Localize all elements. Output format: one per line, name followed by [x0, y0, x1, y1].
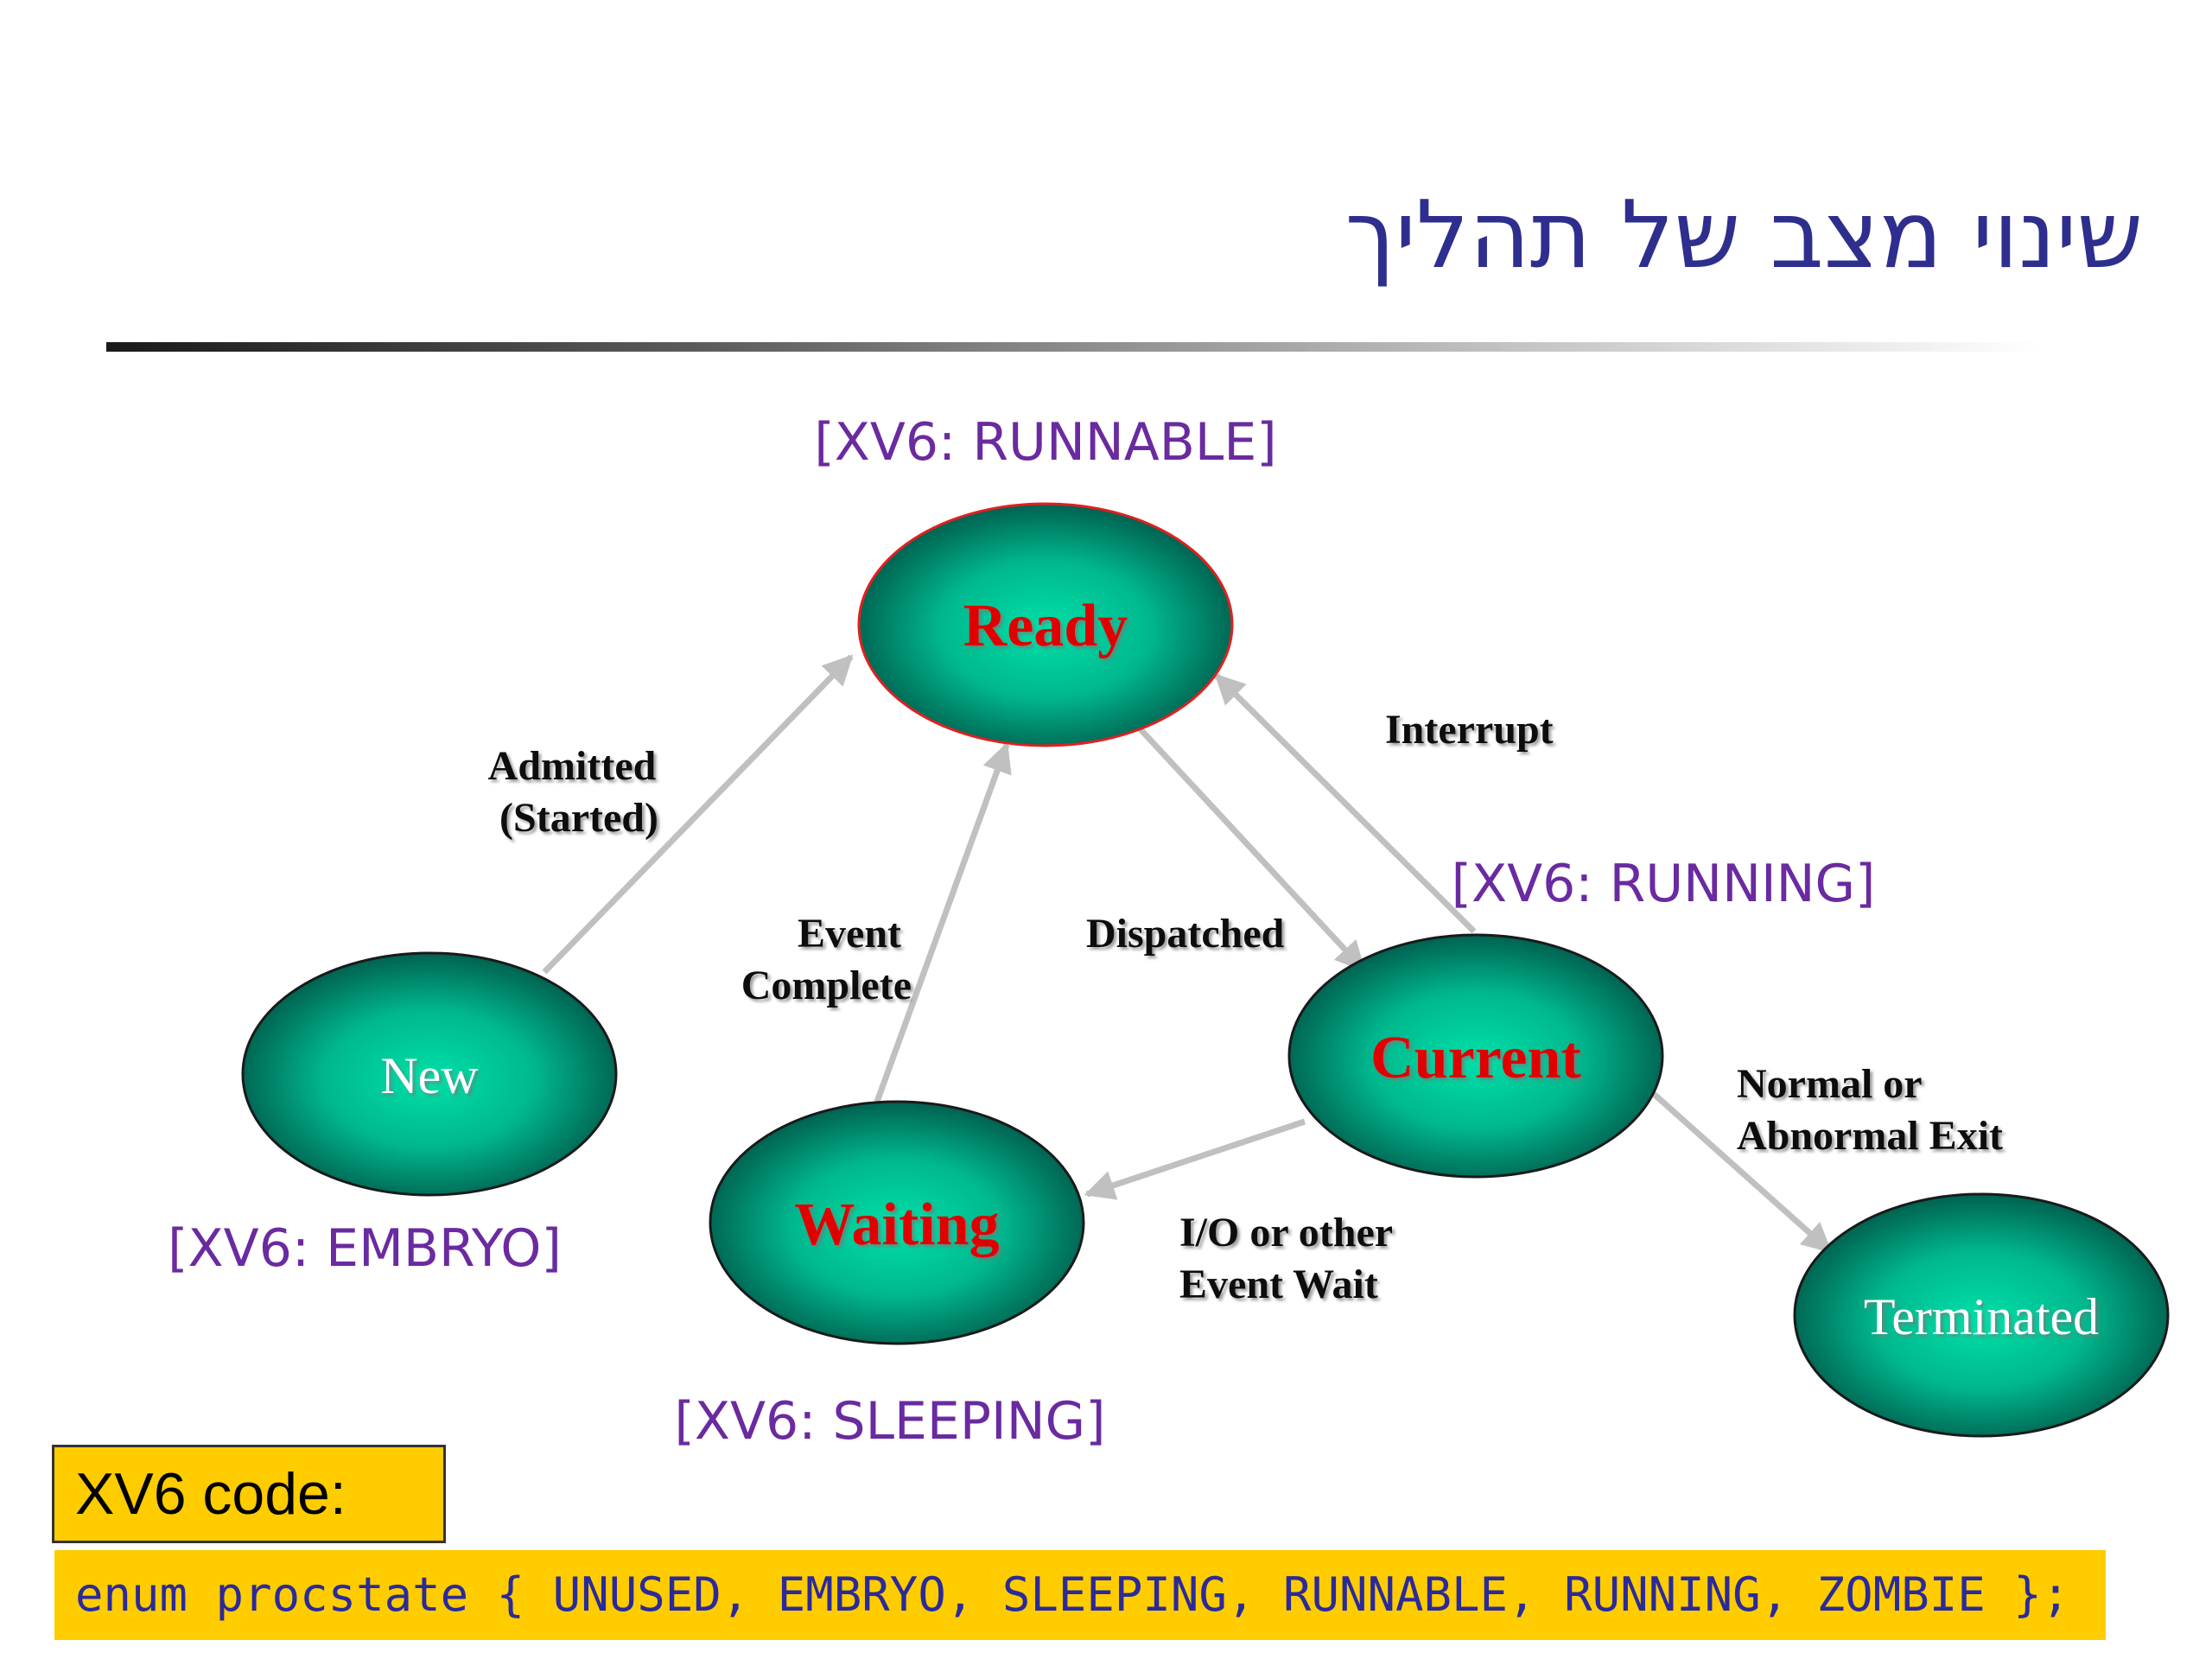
xv6-tag-embryo: [XV6: EMBRYO]	[168, 1218, 562, 1279]
state-terminated: Terminated	[1793, 1192, 2170, 1438]
label-io-wait: I/O or other Event Wait	[1179, 1210, 1402, 1307]
xv6-tag-runnable: [XV6: RUNNABLE]	[814, 412, 1276, 473]
label-event-complete-line1: Event	[798, 911, 901, 957]
state-new-node	[241, 951, 618, 1197]
arrow-waiting-to-ready	[874, 741, 1012, 1103]
state-current-node	[1287, 933, 1664, 1179]
state-new: New	[241, 951, 618, 1197]
xv6-tag-sleeping: [XV6: SLEEPING]	[674, 1391, 1105, 1452]
label-exit-line2: Abnormal Exit	[1737, 1113, 2003, 1159]
transition-arrows	[542, 654, 1833, 1254]
state-current: Current	[1287, 933, 1664, 1179]
label-dispatched: Dispatched	[1086, 911, 1285, 957]
label-interrupt: Interrupt	[1385, 707, 1554, 753]
state-waiting-node	[709, 1100, 1085, 1345]
state-ready: Ready	[857, 502, 1234, 747]
state-waiting-label: Waiting	[794, 1192, 999, 1258]
label-exit: Normal or Abnormal Exit	[1737, 1061, 2003, 1159]
xv6-code-label: XV6 code:	[52, 1445, 446, 1543]
procstate-enum-code: enum procstate { UNUSED, EMBRYO, SLEEPIN…	[54, 1550, 2106, 1640]
state-terminated-node	[1793, 1192, 2170, 1438]
state-current-label: Current	[1370, 1025, 1581, 1091]
label-admitted-line2: (Started)	[499, 795, 658, 841]
arrow-new-to-ready	[542, 654, 854, 975]
page-title: שינוי מצב של תהליך	[1344, 181, 2143, 289]
label-exit-line1: Normal or	[1737, 1061, 1922, 1107]
arrow-current-to-ready	[1214, 673, 1477, 934]
label-event-complete-line2: Complete	[741, 963, 912, 1008]
arrow-current-to-waiting	[1084, 1118, 1306, 1200]
label-io-wait-line2: Event Wait	[1179, 1262, 1378, 1307]
state-new-label: New	[380, 1047, 479, 1104]
title-divider	[106, 342, 2042, 352]
label-event-complete: Event Complete	[741, 911, 912, 1008]
arrow-ready-to-current	[1136, 725, 1366, 972]
label-io-wait-line1: I/O or other	[1179, 1210, 1393, 1255]
state-waiting: Waiting	[709, 1100, 1085, 1345]
label-admitted: Admitted (Started)	[488, 743, 667, 841]
arrow-current-to-terminated	[1643, 1084, 1833, 1254]
state-ready-node	[857, 502, 1234, 747]
state-ready-label: Ready	[963, 593, 1128, 659]
label-admitted-line1: Admitted	[488, 743, 657, 789]
xv6-tag-running: [XV6: RUNNING]	[1452, 854, 1876, 914]
state-terminated-label: Terminated	[1864, 1288, 2099, 1345]
